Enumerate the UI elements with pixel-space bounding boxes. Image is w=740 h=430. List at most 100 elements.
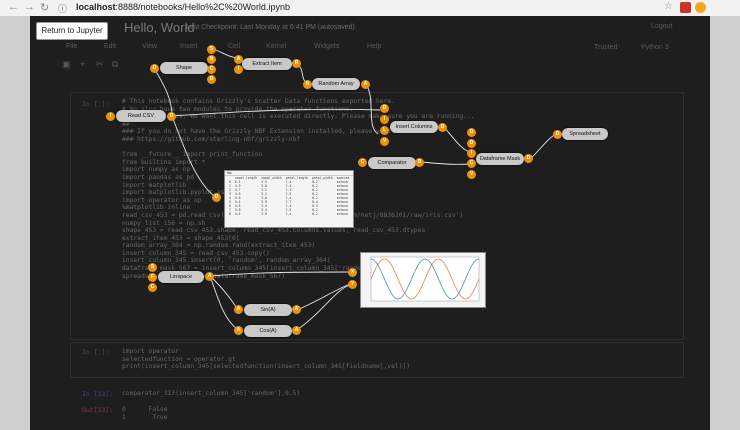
port-plot-in-y[interactable]: Y xyxy=(348,280,357,289)
port-cos-out[interactable]: A xyxy=(292,326,301,335)
port-cos-in[interactable]: A xyxy=(234,326,243,335)
port-shape-out-4[interactable]: D xyxy=(207,75,216,84)
port-comparator-out[interactable]: B xyxy=(415,158,424,167)
logout-button[interactable]: Logout xyxy=(651,23,673,30)
cut-icon[interactable]: ✂ xyxy=(96,59,104,69)
dataframe-mask-node[interactable]: Dataframe Mask xyxy=(476,153,524,165)
extract-item-node[interactable]: Extract Item xyxy=(242,58,292,70)
port-linspace-in-2[interactable]: F xyxy=(148,273,157,282)
port-extract-in-1[interactable]: A xyxy=(234,55,243,64)
url-path: :8888/notebooks/Hello%2C%20World.ipynb xyxy=(115,2,290,12)
comparator-node[interactable]: Comparator xyxy=(368,157,416,169)
info-icon[interactable]: ⓘ xyxy=(58,4,68,14)
port-extract-out[interactable]: R xyxy=(292,59,301,68)
preview-table-header: sepal_width xyxy=(261,176,282,180)
preview-table-cell: 3.2 xyxy=(261,188,267,192)
code-cell-1[interactable] xyxy=(70,92,684,340)
return-to-jupyter-button[interactable]: Return to Jupyter xyxy=(36,22,108,40)
port-readcsv-out[interactable]: D xyxy=(167,112,176,121)
linspace-node[interactable]: Linspace xyxy=(158,271,204,283)
port-insert-out[interactable]: D xyxy=(438,123,447,132)
preview-table-cell: 3.1 xyxy=(261,192,267,196)
port-readcsv-in[interactable]: I xyxy=(106,112,115,121)
port-comparator-in[interactable]: C xyxy=(358,158,367,167)
insert-columns-node[interactable]: Insert Columns xyxy=(390,121,438,133)
port-mask-in-1[interactable]: D xyxy=(467,139,476,148)
shape-node[interactable]: Shape xyxy=(160,62,208,74)
reload-icon[interactable]: ↻ xyxy=(40,2,50,14)
port-plot-in-x[interactable]: X xyxy=(348,268,357,277)
preview-table-title: iris xyxy=(225,171,353,176)
menu-item-file[interactable]: File xyxy=(66,43,78,50)
port-mask-out[interactable]: D xyxy=(524,154,533,163)
port-linspace-in-3[interactable]: C xyxy=(148,283,157,292)
spreadsheet-node[interactable]: Spreadsheet xyxy=(562,128,608,140)
cell-1-prompt: In [ ]: xyxy=(82,100,110,108)
preview-table-cell: 3.5 xyxy=(261,180,267,184)
port-linspace-out[interactable]: A xyxy=(205,272,214,281)
kernel-indicator[interactable]: Python 3 xyxy=(641,44,669,51)
port-shape-in[interactable]: D xyxy=(150,64,159,73)
address-bar[interactable]: localhost:8888/notebooks/Hello%2C%20Worl… xyxy=(76,1,290,14)
port-mask-in-3[interactable]: C xyxy=(467,159,476,168)
port-shape-out-2[interactable]: N xyxy=(207,55,216,64)
forward-arrow-icon[interactable]: → xyxy=(24,1,35,13)
back-arrow-icon[interactable]: ← xyxy=(8,1,19,13)
port-preview-table-out[interactable]: D xyxy=(212,193,221,202)
menu-item-view[interactable]: View xyxy=(142,43,158,50)
port-random-in[interactable]: N xyxy=(303,80,312,89)
wire-linspace-sin xyxy=(209,275,239,311)
preview-table-cell: 4.4 xyxy=(234,212,241,216)
port-mask-in-2[interactable]: I xyxy=(467,149,476,158)
preview-table-cell: 1 xyxy=(229,184,231,188)
port-spreadsheet-in[interactable]: D xyxy=(553,130,562,139)
menu-item-help[interactable]: Help xyxy=(367,43,382,50)
jupyter-toolbar: ▣ + ✂ ⧉ xyxy=(58,58,678,70)
copy-icon[interactable]: ⧉ xyxy=(112,59,119,69)
extension-icon[interactable] xyxy=(680,2,691,13)
trusted-indicator[interactable]: Trusted xyxy=(594,44,618,51)
menu-item-insert[interactable]: Insert xyxy=(180,43,198,50)
port-mask-extra[interactable]: D xyxy=(467,128,476,137)
port-sin-in[interactable]: A xyxy=(234,305,243,314)
preview-table-cell: 1.4 xyxy=(285,196,292,200)
port-insert-in-4[interactable]: V xyxy=(380,137,389,146)
cell-3-output-line: 0 False xyxy=(122,406,168,413)
cos-node[interactable]: Cos(A) xyxy=(244,325,292,337)
port-mask-in-4[interactable]: V xyxy=(467,170,476,179)
menu-item-widgets[interactable]: Widgets xyxy=(314,43,340,50)
port-linspace-in-1[interactable]: S xyxy=(148,263,157,272)
cell-3-code[interactable]: comparator_313(insert_column_345['random… xyxy=(122,390,300,398)
notebook-title[interactable]: Hello, World xyxy=(124,20,195,35)
cell-1-code-line: insert_column_345 = read_csv_453.copy() xyxy=(122,249,270,257)
star-icon[interactable]: ☆ xyxy=(664,1,673,12)
wire-readcsv-shape xyxy=(155,67,173,117)
port-sin-out[interactable]: A xyxy=(292,305,301,314)
read-csv-node[interactable]: Read CSV xyxy=(116,110,166,122)
random-array-node[interactable]: Random Array xyxy=(312,78,360,90)
menu-item-kernel[interactable]: Kernel xyxy=(266,43,287,50)
cell-1-code-line: extract_item_453 = shape_453[0] xyxy=(122,234,240,242)
save-icon[interactable]: ▣ xyxy=(62,59,71,69)
sin-node[interactable]: Sin(A) xyxy=(244,304,292,316)
code-cell-2[interactable] xyxy=(70,342,684,378)
port-extract-in-2[interactable]: I xyxy=(234,65,243,74)
port-insert-in-2[interactable]: I xyxy=(380,115,389,124)
preview-table-cell: setosa xyxy=(336,196,348,200)
extension-icon-2[interactable] xyxy=(695,2,706,13)
add-cell-icon[interactable]: + xyxy=(80,59,86,69)
port-shape-out-3[interactable]: C xyxy=(207,65,216,74)
preview-table-cell: 5.0 xyxy=(234,208,241,212)
port-shape-out-1[interactable]: S xyxy=(207,45,216,54)
port-random-out[interactable]: A xyxy=(361,80,370,89)
menu-item-edit[interactable]: Edit xyxy=(104,43,117,50)
port-insert-in-3[interactable]: L xyxy=(380,126,389,135)
port-insert-in-1[interactable]: D xyxy=(380,104,389,113)
menu-item-cell[interactable]: Cell xyxy=(228,43,241,50)
preview-table-cell: setosa xyxy=(336,192,348,196)
